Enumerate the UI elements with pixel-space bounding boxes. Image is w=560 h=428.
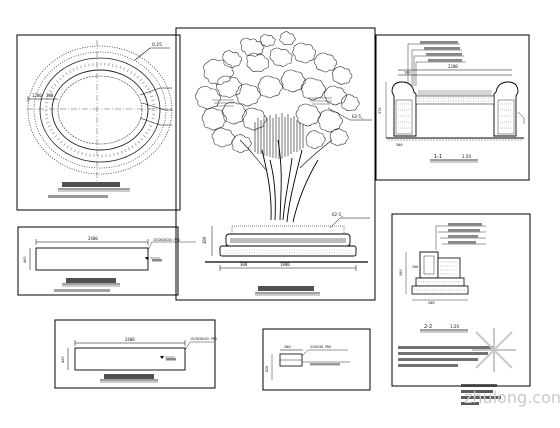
tree-tag-base: 62-5_: [332, 212, 344, 217]
sec22-dim-h: 500: [399, 270, 403, 277]
left-rect-width: 2400: [88, 236, 98, 241]
panel-curb-elevation: 2400 400 15COSOSCOS PRO: [54, 319, 217, 389]
watermark: zhulong.com: [464, 328, 560, 407]
sec11-dim-w: 2200: [448, 64, 458, 69]
panel-section-2-2: 500 200 200 2-2 1:20: [391, 213, 531, 387]
tree-tag-top: 62-5_: [352, 114, 364, 119]
left-rect2-note: 15COSOSCOS PRO: [190, 337, 217, 341]
panel-tree-elevation: 62-5_ 62-5_ 380 1800 300: [175, 27, 376, 301]
ring-dim-left-b: 300: [46, 93, 54, 98]
tree-dim-base-ext: 300: [240, 262, 248, 267]
small-box-width: 300: [284, 345, 291, 349]
sec11-dim-h: 370: [378, 108, 382, 115]
canopy-hatching: [212, 97, 332, 159]
panel-section-1-1: 2200 100 370 300 1-1 1:20: [375, 34, 530, 181]
ring-callout-label: 0.25: [152, 42, 162, 48]
tree-trunk: [239, 139, 333, 223]
panel-ring-plan: 0.25 1200 300: [16, 34, 181, 211]
left-rect2-height: 400: [61, 357, 65, 364]
sec22-title: 2-2: [424, 324, 432, 330]
sec11-dim-a: 100: [404, 71, 411, 75]
sec11-dim-b: 300: [396, 143, 403, 147]
panel-curb-plan: 2400 400 15COSOSCOS PRO: [17, 226, 196, 296]
tree-dim-height: 380: [202, 236, 207, 244]
small-box-height: 620: [265, 366, 269, 372]
small-box-note: 5COSCOS PRO: [310, 345, 331, 349]
tree-canopy: [194, 31, 360, 153]
tree-dim-base-w: 1800: [280, 262, 290, 267]
sec11-scale: 1:20: [462, 154, 471, 159]
sec22-dim-b: 200: [412, 265, 418, 269]
left-rect-note: 15COSOSCOS PRO: [153, 238, 180, 242]
sec22-dim-w: 200: [428, 301, 435, 305]
sec11-title: 1-1: [434, 154, 442, 160]
left-rect-height: 400: [23, 257, 27, 264]
left-rect2-width: 2400: [125, 337, 135, 342]
ring-dim-left-a: 1200: [32, 93, 42, 98]
panel-small-detail: 300 620 5COSCOS PRO: [262, 328, 371, 391]
tree-planter-base: [219, 225, 357, 257]
sheet-notes: [461, 384, 501, 405]
watermark-text: zhulong.com: [464, 388, 560, 407]
sec22-scale: 1:20: [450, 324, 459, 329]
